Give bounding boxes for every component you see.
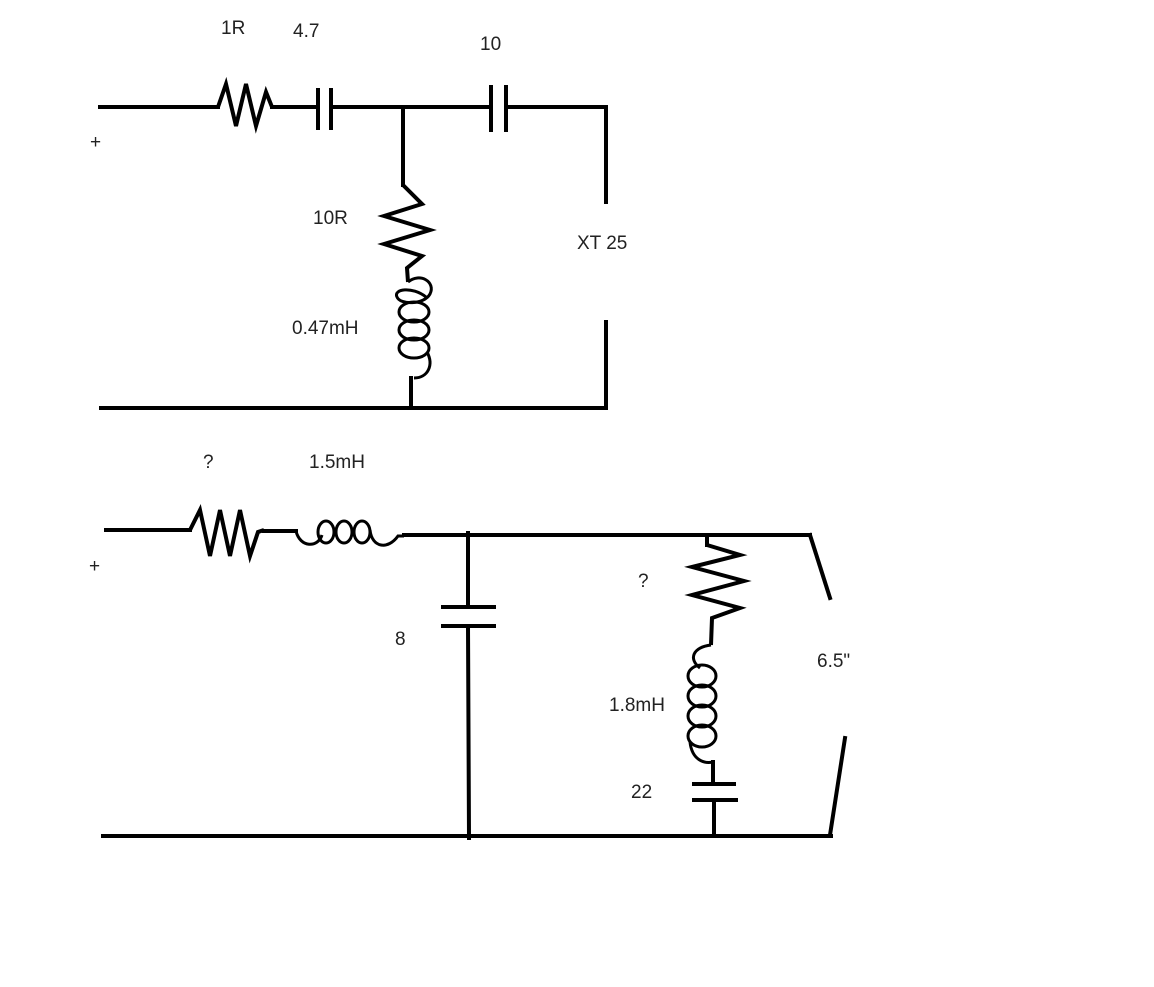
bottom-series-inductor xyxy=(294,519,404,547)
bottom-cap-wire-lower xyxy=(465,623,472,841)
top-series-resistor xyxy=(216,76,274,134)
top-series-cap-label: 4.7 xyxy=(293,21,319,42)
bottom-series-resistor xyxy=(188,504,265,564)
bottom-notch-cap-label: 22 xyxy=(631,782,652,803)
bottom-driver-lead-upper xyxy=(807,532,833,601)
bottom-notch-inductor xyxy=(686,643,718,764)
top-plus-label: + xyxy=(90,132,101,153)
top-shunt-resistor xyxy=(377,183,437,283)
top-output-cap-label: 10 xyxy=(480,34,501,55)
bottom-notch-capacitor xyxy=(692,782,738,802)
top-circuit: + 1R 4.7 10 10R 0.47mH XT 25 xyxy=(90,18,627,410)
bottom-circuit: + ? 1.5mH 8 ? 1.8mH 22 6.5" xyxy=(89,452,850,841)
top-series-resistor-label: 1R xyxy=(221,18,245,39)
bottom-driver-lead-lower xyxy=(827,735,848,838)
bottom-shunt-capacitor xyxy=(441,605,496,628)
bottom-driver-label: 6.5" xyxy=(817,651,850,672)
bottom-notch-inductor-label: 1.8mH xyxy=(609,695,665,716)
top-output-capacitor xyxy=(489,85,508,132)
bottom-shunt-cap-label: 8 xyxy=(395,629,406,650)
top-shunt-resistor-label: 10R xyxy=(313,208,348,229)
bottom-plus-label: + xyxy=(89,556,100,577)
top-shunt-inductor xyxy=(395,276,433,380)
bottom-notch-resistor-label: ? xyxy=(638,571,649,592)
top-shunt-inductor-label: 0.47mH xyxy=(292,318,359,339)
bottom-series-resistor-label: ? xyxy=(203,452,214,473)
top-driver-label: XT 25 xyxy=(577,233,627,254)
bottom-notch-resistor xyxy=(684,543,752,646)
bottom-series-inductor-label: 1.5mH xyxy=(309,452,365,473)
